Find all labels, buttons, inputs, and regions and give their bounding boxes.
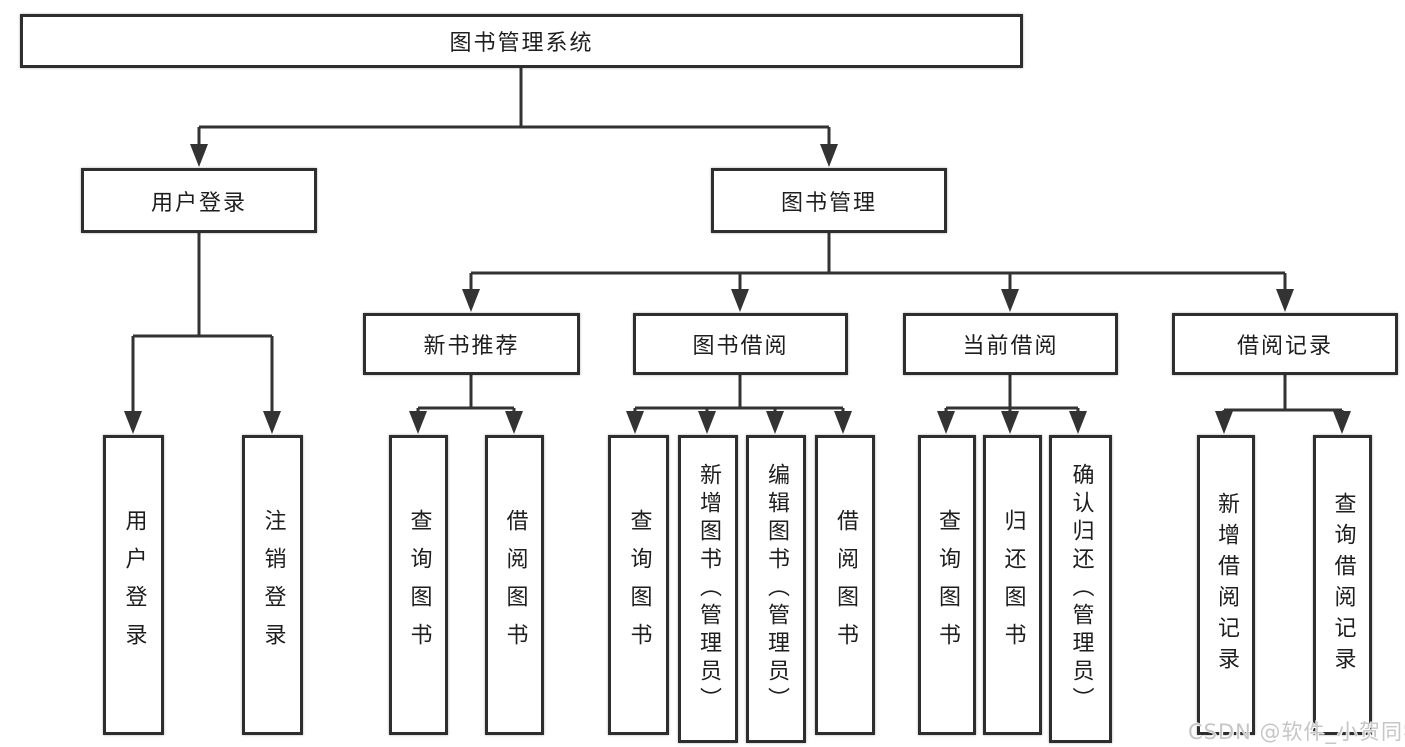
leaf-query-book-recommend: 查询图书: [389, 435, 448, 735]
leaf-query-borrow-record-label: 查询借阅记录: [1330, 492, 1356, 678]
node-book-borrow: 图书借阅: [633, 313, 848, 375]
leaf-query-book-borrow: 查询图书: [608, 435, 669, 735]
leaf-query-book-current: 查询图书: [918, 435, 976, 735]
leaf-user-login-label: 用户登录: [121, 509, 147, 661]
leaf-add-book-admin-label: 新增图书（管理员）: [696, 463, 721, 715]
leaf-borrow-book: 借阅图书: [815, 435, 875, 735]
node-book-management-label: 图书管理: [780, 190, 877, 216]
node-new-book-recommend-label: 新书推荐: [423, 334, 520, 359]
node-borrow-records: 借阅记录: [1172, 313, 1398, 375]
leaf-borrow-book-recommend: 借阅图书: [485, 435, 544, 735]
node-root: 图书管理系统: [20, 14, 1023, 68]
node-user-login-label: 用户登录: [150, 190, 247, 216]
node-book-borrow-label: 图书借阅: [692, 334, 789, 359]
node-book-management: 图书管理: [711, 168, 947, 233]
node-root-label: 图书管理系统: [449, 31, 594, 56]
node-borrow-records-label: 借阅记录: [1236, 334, 1333, 359]
leaf-borrow-book-recommend-label: 借阅图书: [502, 509, 528, 661]
leaf-logout-label: 注销登录: [260, 509, 286, 661]
node-current-borrow-label: 当前借阅: [962, 334, 1059, 359]
leaf-edit-book-admin-label: 编辑图书（管理员）: [764, 463, 789, 715]
leaf-confirm-return-admin: 确认归还（管理员）: [1049, 435, 1112, 743]
leaf-add-book-admin: 新增图书（管理员）: [678, 435, 738, 743]
leaf-return-book: 归还图书: [983, 435, 1042, 735]
leaf-query-book-recommend-label: 查询图书: [406, 509, 432, 661]
leaf-user-login: 用户登录: [103, 435, 164, 735]
leaf-add-borrow-record: 新增借阅记录: [1197, 435, 1255, 735]
leaf-add-borrow-record-label: 新增借阅记录: [1214, 492, 1239, 678]
leaf-query-book-current-label: 查询图书: [935, 509, 960, 661]
leaf-borrow-book-label: 借阅图书: [833, 509, 858, 661]
leaf-return-book-label: 归还图书: [1000, 509, 1026, 661]
leaf-edit-book-admin: 编辑图书（管理员）: [746, 435, 806, 743]
csdn-watermark: CSDN @软件_小贺同学: [1188, 720, 1405, 744]
node-current-borrow: 当前借阅: [903, 313, 1118, 375]
node-new-book-recommend: 新书推荐: [363, 313, 580, 375]
node-user-login: 用户登录: [81, 168, 317, 233]
leaf-query-book-borrow-label: 查询图书: [626, 509, 652, 661]
leaf-confirm-return-admin-label: 确认归还（管理员）: [1068, 463, 1094, 715]
leaf-logout: 注销登录: [242, 435, 303, 735]
leaf-query-borrow-record: 查询借阅记录: [1313, 435, 1372, 735]
